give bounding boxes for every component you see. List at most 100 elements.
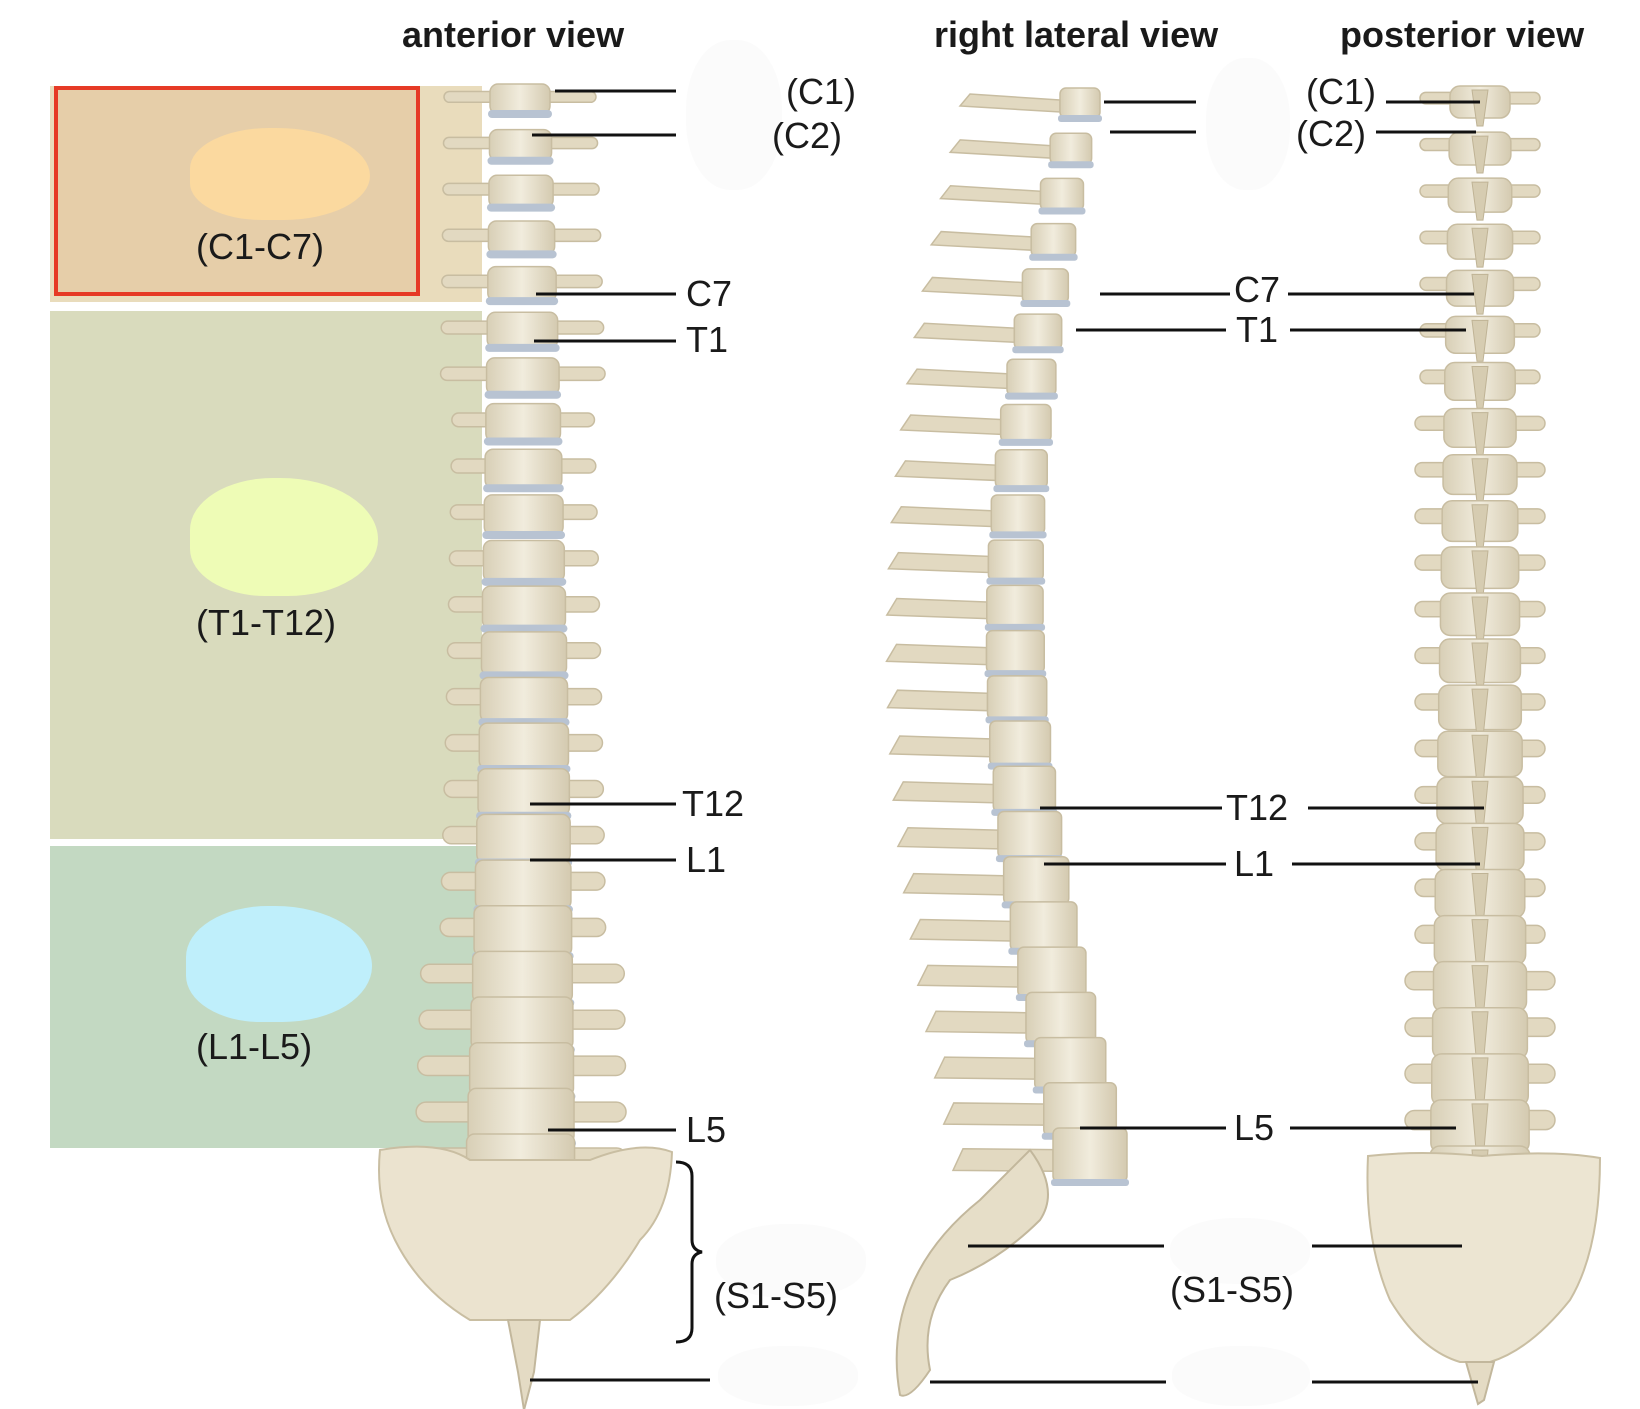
lumbar-name-redaction xyxy=(186,906,372,1022)
shared-sacrum-label: (S1-S5) xyxy=(1170,1269,1295,1310)
posterior-vertebra xyxy=(1404,960,1556,1021)
posterior-vertebra xyxy=(1404,1099,1556,1162)
shared-c7-label: C7 xyxy=(1234,269,1281,310)
posterior-vertebra xyxy=(1419,315,1541,362)
lateral-vertebra xyxy=(889,494,1047,539)
anterior-t1-label: T1 xyxy=(686,319,729,360)
lateral-vertebra xyxy=(929,222,1078,261)
lateral-vertebra xyxy=(939,177,1086,215)
thoracic-range-label: (T1-T12) xyxy=(196,602,337,643)
lateral-c1-c2-redaction xyxy=(1206,58,1290,190)
posterior-spine xyxy=(1404,85,1556,1209)
posterior-vertebra xyxy=(1419,85,1541,127)
anterior-vertebra xyxy=(451,402,596,446)
anterior-l1-label: L1 xyxy=(686,839,727,880)
lateral-vertebra xyxy=(892,765,1058,816)
lateral-vertebra xyxy=(948,132,1094,169)
lateral-spine xyxy=(885,87,1129,1186)
posterior-vertebra xyxy=(1419,269,1541,315)
lateral-vertebra xyxy=(888,720,1053,770)
anterior-vertebra xyxy=(447,585,601,633)
cervical-name-redaction xyxy=(190,128,370,220)
anterior-sacrum-label: (S1-S5) xyxy=(714,1275,839,1316)
lateral-vertebra xyxy=(916,946,1088,1001)
sacrum-bracket xyxy=(675,1160,703,1344)
anterior-view-title: anterior view xyxy=(402,14,625,55)
c1-c2-name-redaction xyxy=(686,40,782,190)
posterior-vertebra xyxy=(1419,223,1541,268)
anterior-vertebra xyxy=(446,631,602,680)
posterior-vertebra xyxy=(1414,407,1546,456)
shared-t12-label: T12 xyxy=(1226,787,1289,828)
lateral-vertebra xyxy=(887,539,1046,585)
anterior-coccyx xyxy=(506,1319,542,1409)
anterior-sacrum xyxy=(378,1145,674,1321)
posterior-vertebra xyxy=(1414,868,1546,927)
anterior-l5-label: L5 xyxy=(686,1109,727,1150)
lateral-vertebra xyxy=(933,1036,1108,1094)
posterior-vertebra xyxy=(1414,592,1546,644)
posterior-sacrum xyxy=(1366,1152,1602,1363)
anterior-vertebra xyxy=(442,128,599,165)
anterior-vertebra xyxy=(441,220,602,259)
lateral-vertebra xyxy=(886,675,1049,724)
posterior-vertebra xyxy=(1419,177,1541,221)
posterior-vertebra xyxy=(1419,131,1541,174)
lateral-vertebra xyxy=(894,448,1050,493)
lateral-sacrum xyxy=(895,1148,1049,1397)
anterior-vertebra xyxy=(448,539,600,586)
thoracic-name-redaction xyxy=(190,478,378,596)
anterior-leader-lines xyxy=(530,89,710,1382)
anterior-vertebra xyxy=(443,83,597,118)
lateral-view-title: right lateral view xyxy=(934,14,1219,55)
anterior-c1-label: (C1) xyxy=(786,71,856,112)
posterior-c2-label: (C2) xyxy=(1296,113,1366,154)
lateral-vertebra xyxy=(958,87,1102,122)
anterior-vertebra xyxy=(439,357,606,399)
sacrum-name-redaction xyxy=(716,1224,866,1298)
anterior-vertebra xyxy=(450,448,597,493)
anterior-c2-label: (C2) xyxy=(772,115,842,156)
posterior-vertebra xyxy=(1404,1053,1556,1115)
lumbar-range-label: (L1-L5) xyxy=(196,1026,313,1067)
anterior-spine xyxy=(413,83,628,1194)
posterior-vertebra xyxy=(1414,684,1546,739)
lateral-vertebra xyxy=(899,403,1054,446)
anterior-vertebra xyxy=(442,174,600,212)
shared-l5-label: L5 xyxy=(1234,1107,1275,1148)
anterior-vertebra xyxy=(444,722,604,773)
shared-t1-label: T1 xyxy=(1236,309,1279,350)
posterior-vertebra xyxy=(1414,500,1546,550)
lateral-vertebra xyxy=(920,268,1071,308)
posterior-vertebra xyxy=(1414,730,1546,786)
lateral-sacrum-redaction xyxy=(1170,1218,1310,1284)
lateral-posterior-leader-lines xyxy=(930,100,1484,1384)
shared-l1-label: L1 xyxy=(1234,843,1275,884)
posterior-coccyx xyxy=(1464,1361,1496,1406)
anterior-vertebra xyxy=(449,494,598,540)
anterior-c7-label: C7 xyxy=(686,273,733,314)
lateral-coccyx-redaction xyxy=(1172,1346,1310,1406)
coccyx-name-redaction xyxy=(718,1346,858,1406)
lateral-vertebra xyxy=(885,584,1046,631)
posterior-vertebra xyxy=(1414,546,1546,597)
lateral-vertebra xyxy=(896,810,1064,863)
posterior-view-title: posterior view xyxy=(1340,14,1585,55)
posterior-vertebra xyxy=(1414,776,1546,833)
posterior-c1-label: (C1) xyxy=(1306,71,1376,112)
posterior-vertebra xyxy=(1419,361,1541,409)
lateral-vertebra xyxy=(905,358,1058,400)
lateral-vertebra xyxy=(912,313,1064,354)
posterior-vertebra xyxy=(1414,914,1546,974)
anterior-vertebra xyxy=(443,768,605,820)
anterior-vertebra xyxy=(441,265,603,306)
anterior-t12-label: T12 xyxy=(682,783,745,824)
anterior-vertebra xyxy=(445,676,603,727)
posterior-vertebra xyxy=(1414,638,1546,692)
posterior-vertebra xyxy=(1414,453,1546,503)
cervical-range-label: (C1-C7) xyxy=(196,226,325,267)
posterior-vertebra xyxy=(1414,822,1546,880)
lateral-vertebra xyxy=(885,629,1047,678)
